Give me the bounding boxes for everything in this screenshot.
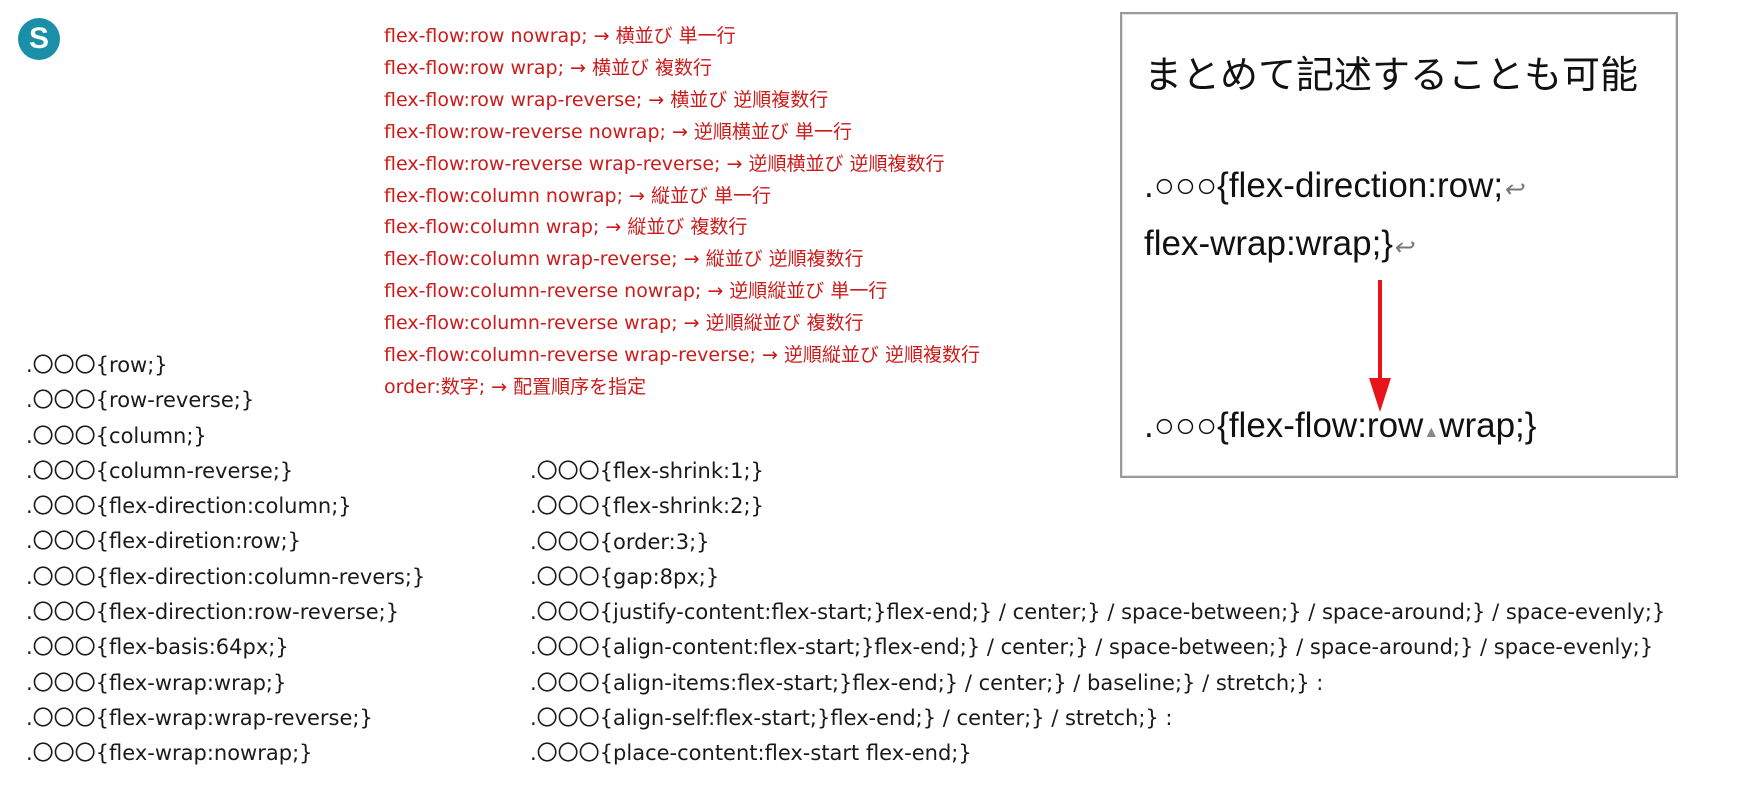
list-item: .〇〇〇{align-content:flex-start;}flex-end;…	[530, 635, 1654, 660]
list-item: .〇〇〇{row-reverse;}	[26, 388, 255, 413]
list-item: .〇〇〇{place-content:flex-start flex-end;}	[530, 741, 972, 766]
list-item: order:数字; → 配置順序を指定	[384, 375, 647, 398]
left-code-list: .〇〇〇{row;} .〇〇〇{row-reverse;} .〇〇〇{colum…	[26, 348, 425, 772]
list-item: flex-flow:column-reverse wrap-reverse; →…	[384, 344, 980, 367]
list-item: .〇〇〇{row;}	[26, 353, 168, 377]
list-item: flex-flow:column-reverse nowrap; → 逆順縦並び…	[384, 280, 888, 303]
down-arrow-icon	[1369, 280, 1391, 412]
list-item: .〇〇〇{gap:8px;}	[530, 564, 720, 589]
list-item: .〇〇〇{flex-shrink:2;}	[530, 494, 764, 519]
logo-letter: S	[28, 22, 49, 55]
shorthand-panel: まとめて記述することも可能 .○○○{flex-direction:row;↩ …	[1120, 12, 1678, 478]
panel-title: まとめて記述することも可能	[1144, 53, 1639, 97]
list-item: .〇〇〇{flex-direction:row-reverse;}	[26, 600, 400, 625]
list-item: .〇〇〇{order:3;}	[530, 529, 710, 554]
panel-code-text: wrap;}	[1439, 406, 1537, 445]
list-item: .〇〇〇{flex-wrap:wrap;}	[26, 670, 287, 695]
panel-code-text: .○○○{flex-direction:row;	[1144, 166, 1504, 205]
list-item: .〇〇〇{align-self:flex-start;}flex-end;} /…	[530, 706, 1173, 731]
list-item: .〇〇〇{flex-direction:column;}	[26, 494, 352, 519]
panel-code-line-2: flex-wrap:wrap;}↩	[1144, 224, 1413, 264]
list-item: flex-flow:column wrap; → 縦並び 複数行	[384, 216, 748, 239]
list-item: .〇〇〇{align-items:flex-start;}flex-end;} …	[530, 670, 1324, 695]
right-code-list: .〇〇〇{flex-shrink:1;} .〇〇〇{flex-shrink:2;…	[530, 454, 1665, 772]
space-mark-icon: ▲	[1423, 424, 1440, 441]
list-item: flex-flow:column-reverse wrap; → 逆順縦並び 複…	[384, 312, 864, 335]
panel-code-text: flex-wrap:wrap;}	[1144, 224, 1393, 263]
panel-code-text: .○○○{flex-flow:row	[1144, 406, 1424, 445]
list-item: .〇〇〇{flex-wrap:nowrap;}	[26, 741, 313, 766]
app-logo: S	[18, 18, 60, 60]
return-mark-icon: ↩	[1503, 176, 1524, 203]
list-item: flex-flow:column nowrap; → 縦並び 単一行	[384, 184, 772, 207]
list-item: .〇〇〇{justify-content:flex-start;}flex-en…	[530, 600, 1666, 625]
panel-code-line-3: .○○○{flex-flow:row▲wrap;}	[1144, 406, 1536, 446]
list-item: flex-flow:row nowrap; → 横並び 単一行	[384, 25, 736, 47]
list-item: .〇〇〇{flex-diretion:row;}	[26, 529, 302, 554]
list-item: .〇〇〇{flex-direction:column-revers;}	[26, 564, 426, 589]
panel-code-line-1: .○○○{flex-direction:row;↩	[1144, 166, 1523, 206]
list-item: flex-flow:row wrap-reverse; → 横並び 逆順複数行	[384, 88, 829, 111]
list-item: .〇〇〇{flex-wrap:wrap-reverse;}	[26, 705, 373, 730]
list-item: flex-flow:row-reverse wrap-reverse; → 逆順…	[384, 152, 945, 175]
list-item: flex-flow:row wrap; → 横並び 複数行	[384, 56, 713, 79]
list-item: .〇〇〇{flex-basis:64px;}	[26, 635, 289, 660]
list-item: .〇〇〇{flex-shrink:1;}	[530, 459, 764, 483]
list-item: .〇〇〇{column-reverse;}	[26, 458, 294, 483]
list-item: flex-flow:row-reverse nowrap; → 逆順横並び 単一…	[384, 120, 852, 143]
list-item: .〇〇〇{column;}	[26, 423, 207, 448]
list-item: flex-flow:column wrap-reverse; → 縦並び 逆順複…	[384, 248, 864, 271]
return-mark-icon: ↩	[1392, 234, 1414, 261]
flex-flow-list: flex-flow:row nowrap; → 横並び 単一行 flex-flo…	[384, 21, 980, 404]
